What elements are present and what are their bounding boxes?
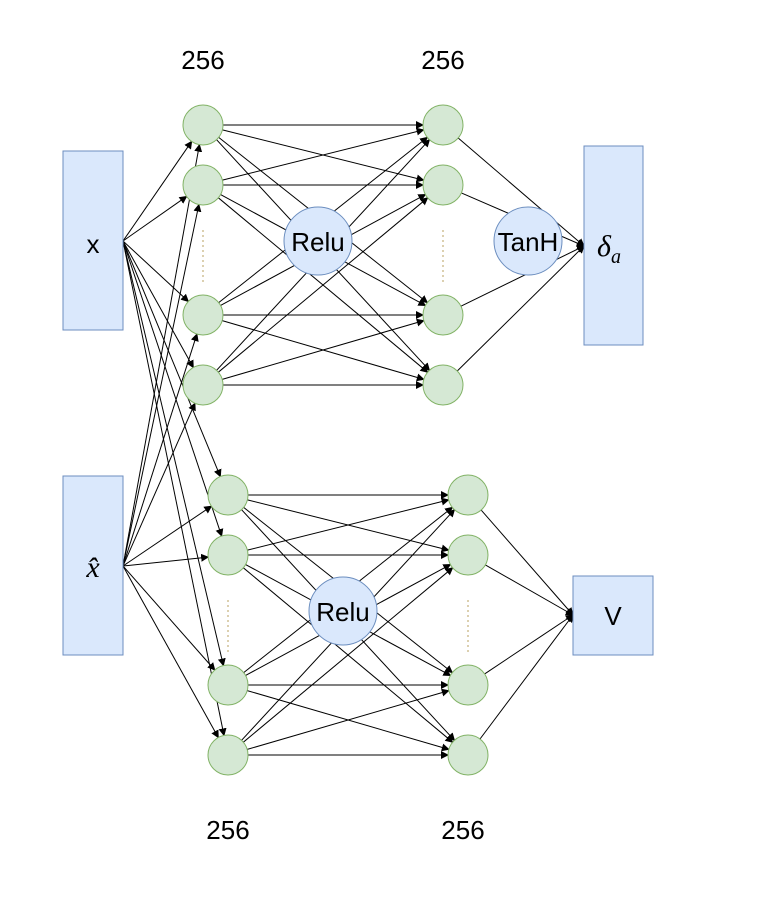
a1-neuron-1 <box>182 164 224 206</box>
critic-relu-node: Relu <box>308 576 378 646</box>
edge-critic-output <box>480 509 574 616</box>
edge-input-to-critic <box>122 565 216 671</box>
edge-actor-hidden <box>222 127 425 181</box>
edge-actor-output <box>457 137 585 247</box>
edge-critic-hidden <box>247 497 450 551</box>
actor-layer2-size: 256 <box>421 45 464 75</box>
c2-neuron-3 <box>447 734 489 776</box>
critic-layer1-size: 256 <box>206 815 249 845</box>
a2-neuron-2 <box>422 294 464 336</box>
edge-input-to-actor <box>122 140 193 242</box>
input-x-label: x <box>87 229 100 259</box>
output-delta-label: δa <box>597 230 621 268</box>
actor-tanh-label: TanH <box>498 227 559 257</box>
a2-neuron-0 <box>422 104 464 146</box>
input-x-node: x <box>62 150 124 331</box>
input-x-hat-label: x̂ <box>85 551 100 584</box>
edge-input-to-actor <box>122 240 190 303</box>
input-x-hat-node: x̂ <box>62 475 124 656</box>
a2-neuron-3 <box>422 364 464 406</box>
edge-input-to-critic <box>122 565 219 739</box>
edge-critic-output <box>479 614 574 740</box>
c2-neuron-1 <box>447 534 489 576</box>
output-v-label: V <box>604 601 622 631</box>
output-v-node: V <box>572 575 654 656</box>
edge-critic-output <box>484 614 574 675</box>
a1-neuron-3 <box>182 364 224 406</box>
edge-input-to-actor <box>122 195 188 242</box>
c1-neuron-3 <box>207 734 249 776</box>
neurons <box>182 104 489 776</box>
edge-input-to-critic <box>122 240 224 537</box>
edge-input-to-critic <box>122 505 213 567</box>
actor-layer1-size: 256 <box>181 45 224 75</box>
c2-neuron-0 <box>447 474 489 516</box>
edge-critic-output <box>485 564 574 616</box>
critic-layer2-size: 256 <box>441 815 484 845</box>
c2-neuron-2 <box>447 664 489 706</box>
edge-actor-output <box>456 245 585 372</box>
edge-input-to-critic <box>122 240 227 737</box>
edge-actor-hidden <box>222 318 425 380</box>
actor-relu-label: Relu <box>291 227 344 257</box>
edge-critic-hidden <box>243 567 454 743</box>
actor-tanh-node: TanH <box>493 206 563 276</box>
edge-input-to-actor <box>122 240 194 369</box>
edge-input-to-actor <box>122 402 196 567</box>
edge-actor-output <box>460 245 585 307</box>
edge-input-to-actor <box>122 143 203 567</box>
c1-neuron-2 <box>207 664 249 706</box>
edge-input-to-actor <box>122 203 202 567</box>
edge-critic-hidden <box>247 688 450 750</box>
critic-relu-label: Relu <box>316 597 369 627</box>
actor-relu-node: Relu <box>283 206 353 276</box>
edge-actor-hidden <box>218 197 429 373</box>
c1-neuron-1 <box>207 534 249 576</box>
output-delta-node: δa <box>583 145 644 346</box>
a1-neuron-2 <box>182 294 224 336</box>
edge-input-to-actor <box>122 333 199 567</box>
edge-input-to-critic <box>122 240 222 478</box>
c1-neuron-0 <box>207 474 249 516</box>
edge-input-to-critic <box>122 553 210 567</box>
a2-neuron-1 <box>422 164 464 206</box>
a1-neuron-0 <box>182 104 224 146</box>
